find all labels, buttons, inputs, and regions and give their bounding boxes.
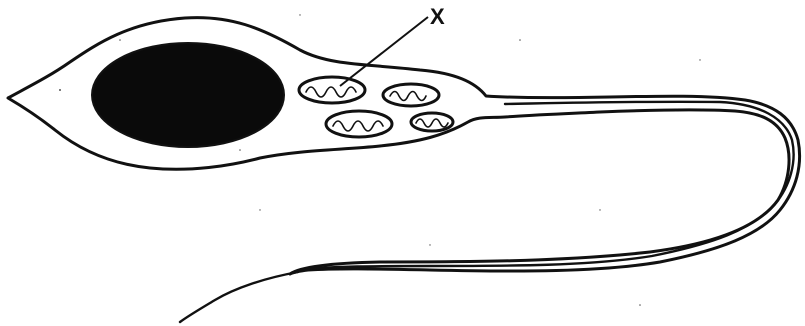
mitochondrion-top-right <box>383 84 439 106</box>
mitochondrion-bottom-left <box>326 111 392 137</box>
mitochondrion-top-left <box>299 77 365 103</box>
flagellum-end-piece <box>180 272 298 322</box>
label-x-pointer <box>340 17 428 86</box>
nucleus <box>92 43 284 147</box>
mitochondrion-bottom-right <box>411 113 453 131</box>
label-x: X <box>430 4 445 29</box>
